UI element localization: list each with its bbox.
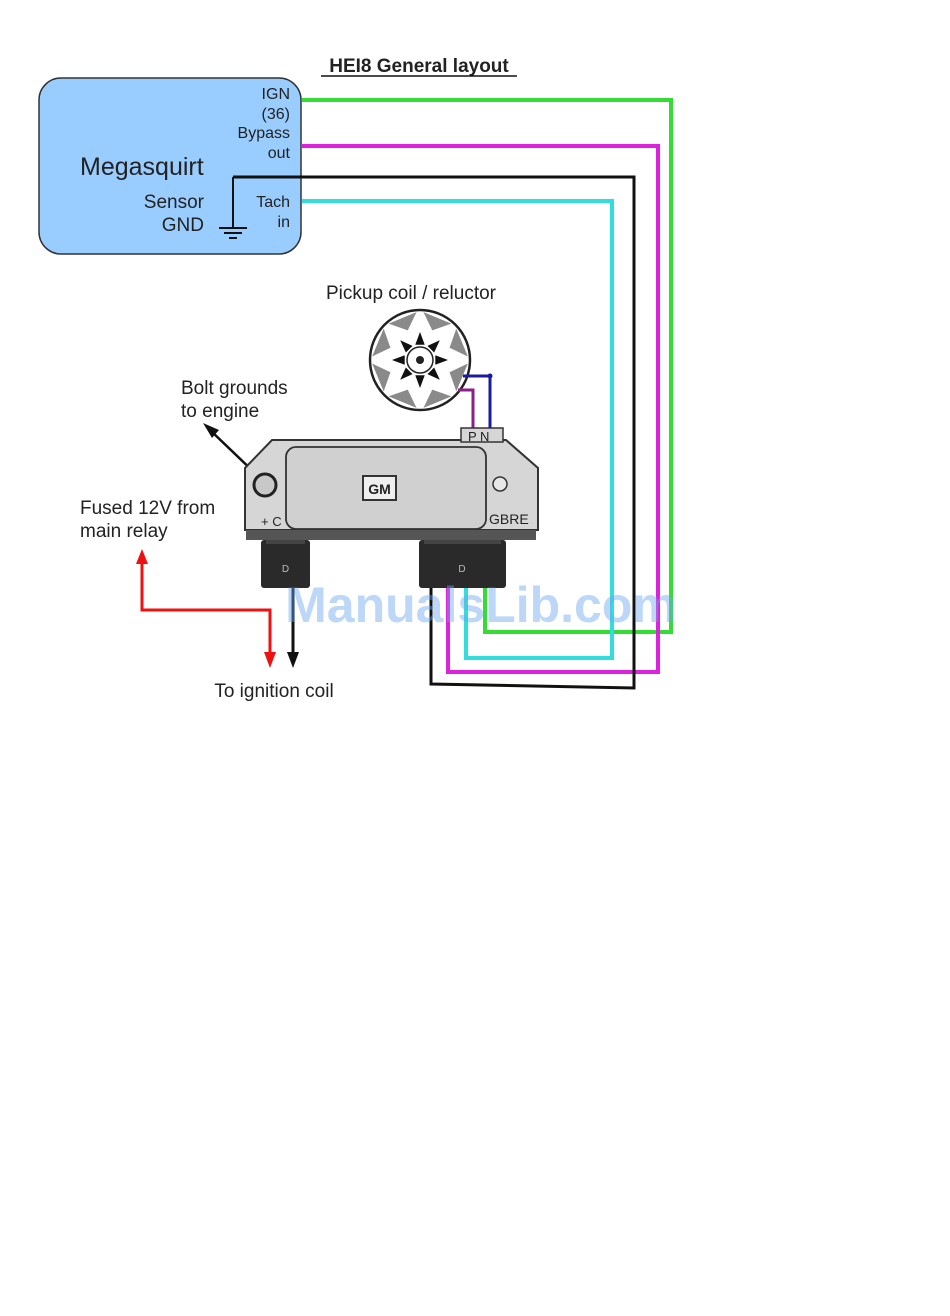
gnd-label: GND <box>162 215 204 236</box>
reluctor-icon <box>370 310 470 410</box>
pickup-n-junction <box>488 374 493 379</box>
bolt-label-line1: Bolt grounds <box>181 378 288 399</box>
megasquirt-label: Megasquirt <box>80 153 204 181</box>
sensor-label: Sensor <box>144 192 205 213</box>
pins-plus-c: + C <box>261 514 282 529</box>
gm-logo: GM <box>368 481 391 497</box>
bolt-hole-left <box>254 474 276 496</box>
power-arrow-down-icon <box>264 652 276 668</box>
pins-p-n: P N <box>468 429 489 444</box>
ignition-coil-label: To ignition coil <box>214 681 333 702</box>
bolt-hole-right <box>493 477 507 491</box>
right-connector-mark: D <box>458 564 465 575</box>
tach-in-label: in <box>278 214 290 231</box>
coil-arrow-down-icon <box>287 652 299 668</box>
power-arrow-up-icon <box>136 549 148 564</box>
tach-label: Tach <box>256 194 290 211</box>
watermark: ManualsLib.com <box>285 577 677 633</box>
bypass-out-label: out <box>268 145 291 162</box>
hei-module: GM + C GBRE P N D D <box>245 428 538 588</box>
bolt-label-line2: to engine <box>181 401 259 422</box>
ign-label: IGN <box>262 86 290 103</box>
pickup-coil-label: Pickup coil / reluctor <box>326 283 497 304</box>
ign-36-label: (36) <box>262 106 290 123</box>
pickup-p-wire <box>458 390 473 430</box>
power-wire <box>142 560 270 652</box>
diagram-title: HEI8 General layout <box>329 56 509 77</box>
fused-label-line1: Fused 12V from <box>80 498 215 519</box>
left-connector-mark: D <box>282 564 289 575</box>
fused-label-line2: main relay <box>80 521 168 542</box>
pins-gbre: GBRE <box>489 511 529 527</box>
bypass-label: Bypass <box>238 125 290 142</box>
pickup-n-wire <box>463 376 490 430</box>
